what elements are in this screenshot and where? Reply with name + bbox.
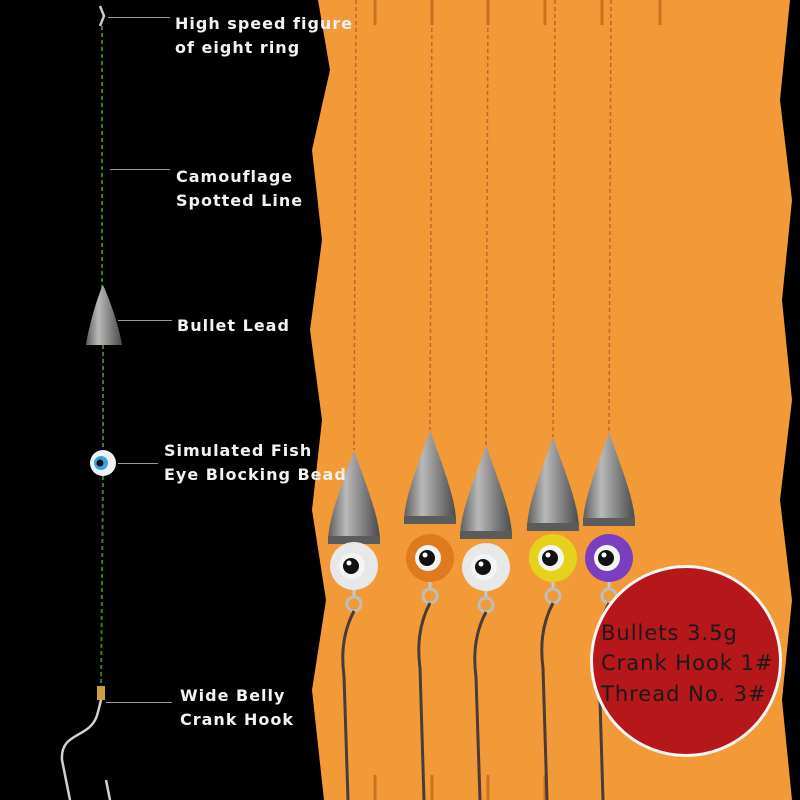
callout-hook: Wide Belly Crank Hook	[180, 686, 295, 729]
spec-thread: Thread No. 3#	[601, 682, 767, 706]
callout-ring: High speed figure of eight ring	[175, 14, 354, 57]
bullet-lead	[86, 285, 122, 345]
crank-hook	[417, 602, 432, 800]
left-rig	[60, 5, 122, 800]
spec-bullets: Bullets 3.5g	[601, 621, 738, 645]
rig-3	[460, 0, 512, 800]
callout-bead: Simulated Fish Eye Blocking Bead	[164, 441, 347, 484]
knot	[97, 686, 105, 700]
crank-hook	[473, 611, 488, 800]
crank-hook	[60, 699, 103, 800]
swivel-ring	[98, 5, 106, 27]
bullet-lead	[460, 445, 512, 537]
rig-4	[527, 0, 579, 800]
bullet-lead	[328, 450, 380, 542]
bullet-lead	[583, 432, 635, 524]
rig-1	[328, 0, 380, 800]
bullet-lead	[527, 437, 579, 529]
rig-2	[404, 0, 456, 800]
spec-hook: Crank Hook 1#	[601, 651, 774, 675]
callout-lead: Bullet Lead	[177, 316, 290, 335]
crank-hook	[540, 602, 555, 800]
bullet-lead	[404, 430, 456, 522]
crank-hook	[341, 610, 356, 800]
callout-line: Camouflage Spotted Line	[176, 167, 304, 210]
spec-badge: Bullets 3.5g Crank Hook 1# Thread No. 3#	[590, 565, 782, 757]
